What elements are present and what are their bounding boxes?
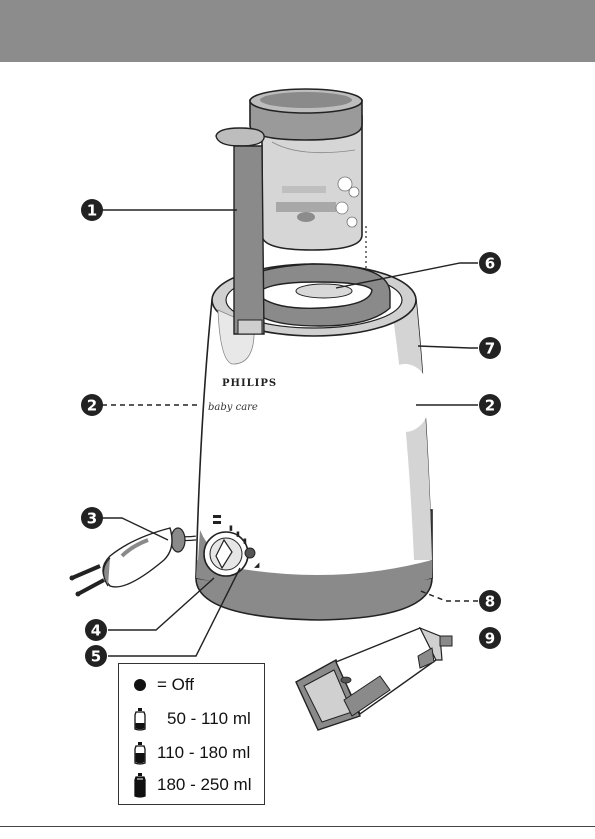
power-plug [70,528,197,597]
svg-text:2: 2 [87,397,97,415]
svg-text:▮: ▮ [229,525,233,532]
callout-4: 4 [85,619,107,641]
large-bottle-icon [127,772,153,798]
callout-8: 8 [479,590,501,612]
svg-text:▮: ▮ [243,538,247,545]
svg-text:5: 5 [91,648,101,666]
svg-text:3: 3 [87,510,97,528]
small-bottle-icon [127,707,153,731]
svg-text:2: 2 [485,397,495,415]
brand-logo: PHILIPS [222,378,277,389]
legend-row-medium: 110 - 180 ml [127,738,250,768]
svg-text:6: 6 [485,255,495,273]
callout-9: 9 [479,627,501,649]
callout-6: 6 [479,252,501,274]
off-dot-icon [127,678,153,692]
svg-text:9: 9 [485,630,495,648]
svg-text:8: 8 [485,593,495,611]
legend-row-off: = Off [127,670,194,700]
footer-rule [0,826,595,827]
svg-text:▮: ▮ [236,531,240,538]
callout-2-right: 2 [479,394,501,416]
svg-text:7: 7 [485,340,495,358]
callout-7: 7 [479,337,501,359]
legend-row-small: 50 - 110 ml [127,704,251,734]
callout-2-left: 2 [81,394,103,416]
svg-text:4: 4 [91,622,101,640]
callout-1: 1 [81,199,103,221]
legend-row-large: 180 - 250 ml [127,770,252,800]
callout-3: 3 [81,507,103,529]
car-adapter [296,628,452,730]
food-jar [250,89,362,250]
product-line-label: baby care [208,402,258,413]
svg-text:◢: ◢ [254,562,260,569]
dial-settings-legend: = Off 50 - 110 ml 110 - 180 ml [118,663,265,805]
callout-5: 5 [85,645,107,667]
svg-text:1: 1 [87,202,97,220]
medium-bottle-icon [127,741,153,765]
